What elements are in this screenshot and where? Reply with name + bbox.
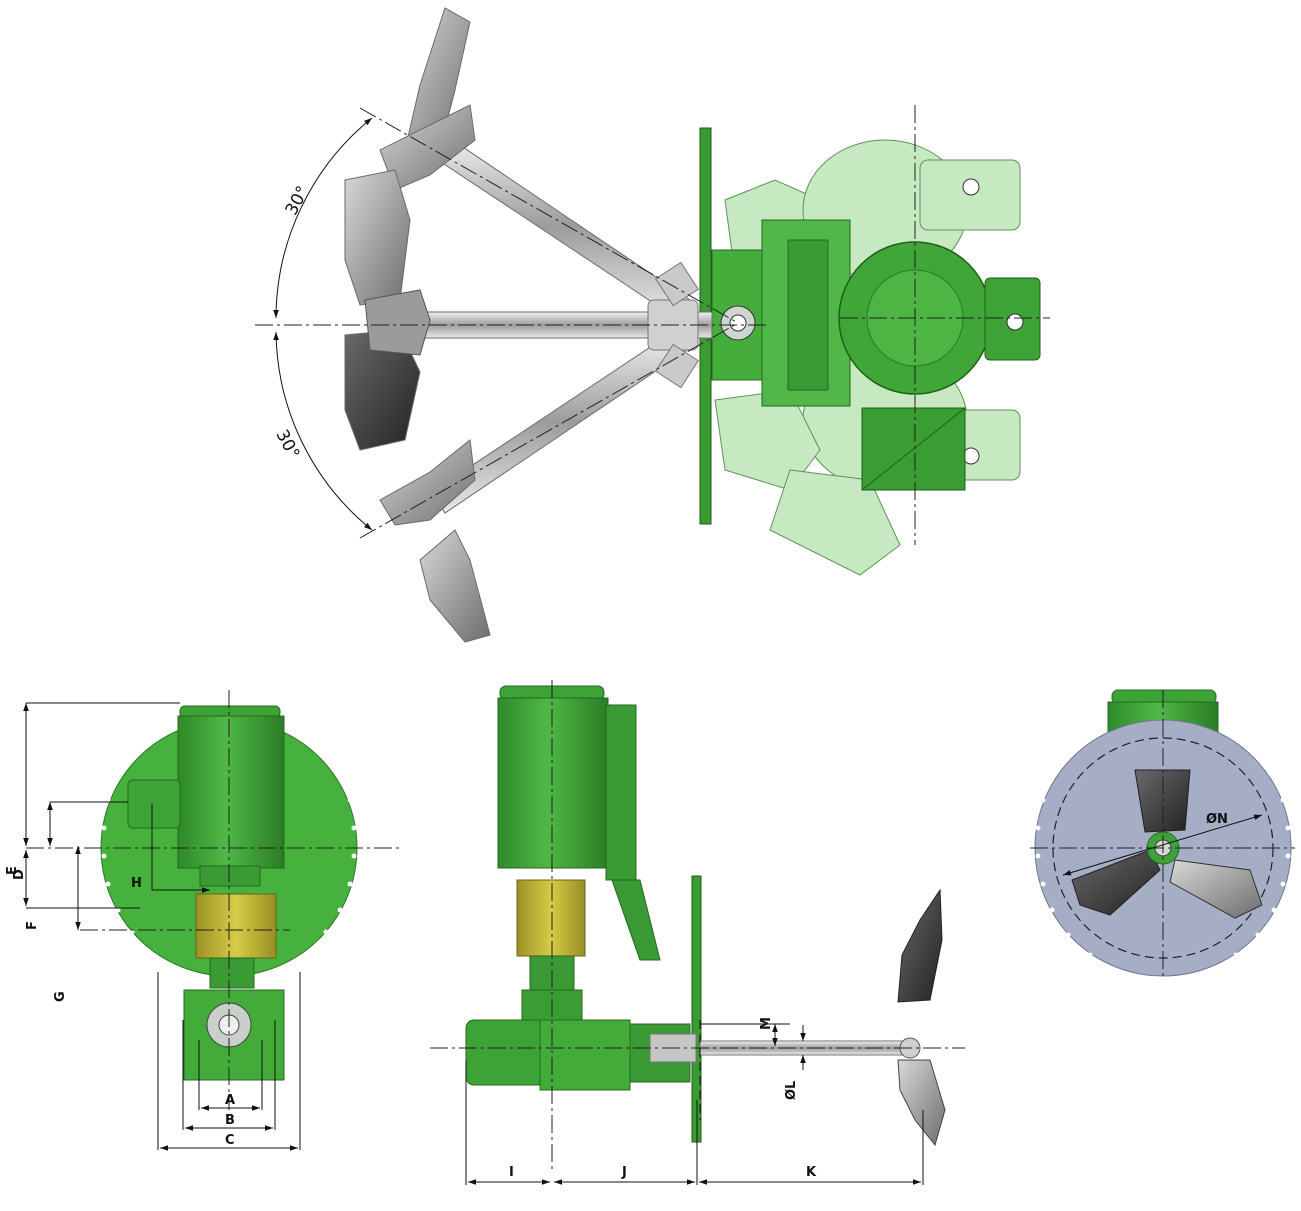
dim-label-i: I [509, 1165, 514, 1180]
dim-label-j: J [621, 1165, 627, 1180]
dim-label-c: C [225, 1133, 235, 1148]
dim-label-m: M [759, 1017, 774, 1030]
side-view: I J K M ØL [430, 680, 965, 1185]
diameter-n-line [1062, 814, 1263, 876]
side-impeller-blade-lower [897, 1059, 946, 1147]
angle-arc-upper [273, 117, 373, 319]
side-bracket [605, 704, 637, 881]
dim-label-a: A [225, 1093, 235, 1108]
front-terminal-box [127, 779, 181, 829]
dim-label-l: ØL [784, 1081, 799, 1100]
top-view: 30° 30° [255, 7, 1050, 643]
angle-label-lower: 30° [271, 426, 303, 462]
angle-arc-lower [273, 331, 373, 531]
side-impeller-blade-upper [897, 888, 943, 1003]
front-view: E D F G H A B C [5, 690, 400, 1151]
shafts [379, 134, 713, 514]
end-bolt-holes [1035, 769, 1291, 958]
dim-label-h: H [131, 876, 142, 891]
side-gear-motor [465, 1019, 547, 1086]
dim-label-k: K [806, 1165, 817, 1180]
front-coupling [195, 893, 277, 959]
side-coupling [516, 879, 586, 957]
gearbox-housing [711, 219, 851, 407]
dim-label-g: G [53, 991, 68, 1002]
flange-bolt-holes [101, 745, 357, 935]
end-view: ØN [1030, 689, 1295, 980]
dim-label-f: F [25, 921, 40, 930]
dim-label-n: ØN [1206, 812, 1228, 827]
front-motor-body [177, 715, 285, 869]
angle-label-upper: 30° [282, 183, 314, 219]
side-motor-body [497, 697, 609, 869]
dim-label-d-visible: D [12, 869, 27, 880]
dim-label-b: B [225, 1113, 235, 1128]
dim-label-e: E [5, 866, 20, 875]
